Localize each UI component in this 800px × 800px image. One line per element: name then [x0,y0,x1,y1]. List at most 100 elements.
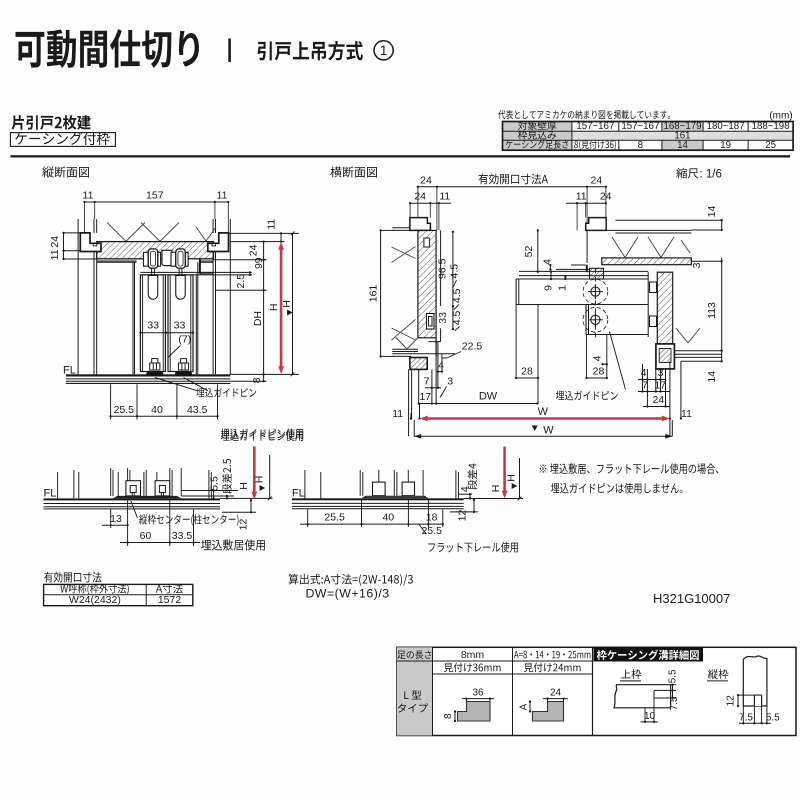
svg-text:33: 33 [174,320,186,332]
svg-text:2.5: 2.5 [235,274,247,289]
svg-text:8: 8 [251,377,263,383]
svg-text:H: H [281,300,293,308]
svg-text:43.5: 43.5 [187,404,208,416]
svg-text:7: 7 [424,376,430,388]
svg-text:4.5: 4.5 [451,288,463,303]
svg-text:180~187: 180~187 [707,121,745,132]
svg-text:22.5: 22.5 [462,341,483,353]
svg-text:11: 11 [681,408,692,420]
svg-text:24: 24 [653,394,665,406]
svg-text:8mm: 8mm [461,649,485,661]
svg-text:24: 24 [550,687,562,698]
svg-text:1: 1 [556,285,568,291]
svg-text:24: 24 [247,244,259,256]
svg-text:157: 157 [146,190,164,202]
svg-text:H: H [253,476,265,484]
svg-text:161: 161 [367,285,379,303]
svg-text:11: 11 [266,219,278,230]
svg-text:H: H [506,474,518,482]
svg-text:19: 19 [720,140,731,151]
svg-text:10: 10 [644,711,656,722]
svg-text:12: 12 [457,510,469,522]
svg-text:4: 4 [541,259,553,265]
svg-text:11: 11 [49,249,61,260]
svg-text:3: 3 [691,262,703,268]
svg-text:4: 4 [438,360,444,372]
svg-text:5.5: 5.5 [209,476,221,491]
svg-text:7.5: 7.5 [739,712,753,723]
svg-text:3: 3 [658,367,664,379]
svg-text:7.5: 7.5 [669,696,680,710]
svg-text:DW=(W+16)/3: DW=(W+16)/3 [306,587,390,601]
svg-text:157~167: 157~167 [621,121,659,132]
svg-text:25.5: 25.5 [324,512,345,524]
svg-text:25.5: 25.5 [114,404,135,416]
svg-text:96.5: 96.5 [437,258,449,279]
svg-text:A: A [519,703,530,710]
svg-text:9: 9 [543,285,555,291]
svg-text:5.5: 5.5 [766,712,780,723]
svg-text:(mm): (mm) [769,110,792,121]
svg-text:DH: DH [252,311,264,326]
svg-text:24: 24 [591,174,603,186]
svg-text:14: 14 [706,371,718,383]
svg-text:W24(2432): W24(2432) [69,594,121,606]
svg-text:33: 33 [437,312,449,324]
svg-text:11: 11 [439,191,450,203]
svg-text:24: 24 [420,174,432,186]
svg-text:W: W [538,406,549,418]
svg-text:60: 60 [140,530,152,542]
svg-text:11: 11 [217,190,228,202]
svg-text:18: 18 [426,512,438,524]
svg-text:14: 14 [677,140,688,151]
svg-text:40: 40 [382,512,394,524]
svg-text:24: 24 [414,191,426,203]
svg-text:H: H [268,304,280,312]
svg-text:12: 12 [238,519,250,531]
svg-text:4: 4 [591,355,603,361]
svg-text:4: 4 [459,486,471,492]
svg-text:W: W [543,425,554,437]
svg-text:DW: DW [479,391,498,403]
svg-text:157~167: 157~167 [576,121,614,132]
svg-text:FL: FL [292,487,305,499]
svg-text:36: 36 [472,687,484,698]
svg-text:11: 11 [392,408,403,420]
svg-text:24: 24 [49,236,61,248]
svg-text:52: 52 [523,246,535,258]
svg-text:H: H [238,482,250,490]
svg-text:99: 99 [253,257,265,269]
svg-text:4.5: 4.5 [448,264,460,279]
svg-text:8: 8 [443,713,454,719]
svg-text:13: 13 [110,513,122,525]
svg-text:33: 33 [147,320,159,332]
svg-text:12: 12 [726,695,737,707]
svg-text:25.5: 25.5 [421,525,442,537]
svg-text:33.5: 33.5 [172,530,193,542]
svg-text:14: 14 [706,206,718,218]
svg-text:40: 40 [151,404,163,416]
svg-text:28: 28 [521,366,533,378]
svg-text:1: 1 [380,43,388,58]
svg-text:161: 161 [674,131,690,142]
svg-text:: 1/6: : 1/6 [700,169,722,181]
svg-text:188~198: 188~198 [752,121,790,132]
svg-text:4: 4 [641,367,647,379]
svg-text:11: 11 [83,190,94,202]
svg-text:H: H [490,485,502,493]
svg-text:FL: FL [63,365,76,377]
svg-text:11: 11 [576,191,587,203]
svg-text:FL: FL [44,488,57,500]
svg-text:8: 8 [638,140,643,151]
svg-text:17: 17 [654,380,666,392]
svg-text:1572: 1572 [158,594,182,606]
svg-text:17: 17 [419,391,431,403]
svg-text:3: 3 [447,376,453,388]
svg-text:5.5: 5.5 [668,669,679,683]
svg-text:7: 7 [642,380,648,392]
svg-text:25: 25 [765,140,776,151]
svg-text:168~179: 168~179 [664,121,702,132]
svg-text:28: 28 [593,366,605,378]
svg-text:4.5: 4.5 [451,310,463,325]
svg-text:(7): (7) [178,333,191,345]
